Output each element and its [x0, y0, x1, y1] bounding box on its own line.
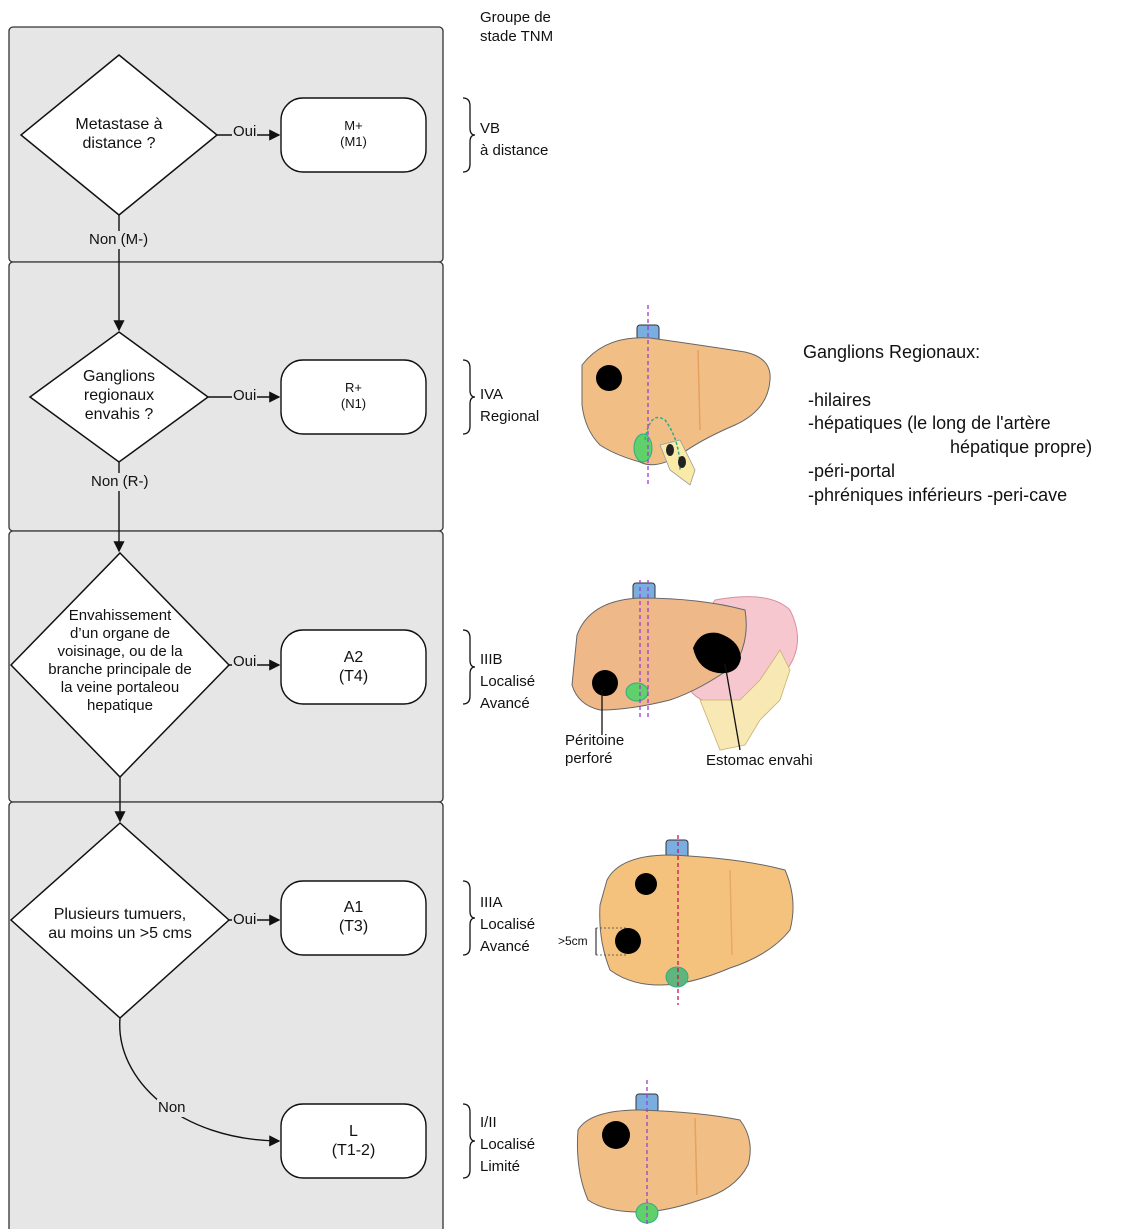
edge-no-1: Non (M-) [88, 231, 150, 249]
result-box-n1 [280, 359, 427, 435]
question-plusieurs: Plusieurs tumuers, au moins un >5 cms [48, 906, 192, 943]
result-n1: R+ (N1) [340, 380, 367, 411]
liver-illustration-multiple [595, 835, 794, 1005]
question-metastase: Metastase à distance ? [75, 116, 163, 153]
stage-i-ii: I/II Localisé Limité [480, 1114, 536, 1175]
brace-5 [462, 1103, 476, 1179]
edge-no-2: Non (R-) [90, 473, 150, 491]
ganglions-item-periportal: -péri-portal [808, 461, 896, 481]
caption-size: >5cm [558, 934, 588, 948]
brace-2 [462, 359, 476, 435]
ganglions-item-hepatique-propre: hépatique propre) [950, 437, 1093, 457]
brace-3 [462, 629, 476, 705]
caption-peritoine: Péritoine perforé [565, 732, 625, 767]
result-t4: A2 (T4) [338, 649, 369, 686]
result-t3: A1 (T3) [338, 899, 369, 936]
caption-estomac: Estomac envahi [706, 752, 813, 769]
ganglions-item-hepatiques: -hépatiques (le long de l'artère [808, 413, 1051, 433]
result-box-m1 [280, 97, 427, 173]
edge-yes-1: Oui [232, 123, 258, 141]
question-ganglions: Ganglions regionaux envahis ? [82, 368, 156, 424]
liver-illustration-advanced [571, 580, 798, 751]
stage-group-header: Groupe de stade TNM [480, 9, 554, 45]
stage-iiia: IIIA Localisé Avancé [480, 894, 536, 955]
brace-4 [462, 880, 476, 956]
result-m1: M+ (M1) [340, 118, 367, 149]
result-box-t3 [280, 880, 427, 956]
edge-yes-3: Oui [232, 653, 258, 671]
liver-illustration-limited [576, 1080, 751, 1225]
result-box-t12 [280, 1103, 427, 1179]
edge-yes-2: Oui [232, 387, 258, 405]
edge-yes-4: Oui [232, 911, 258, 929]
stage-vb: VB à distance [480, 120, 549, 159]
ganglions-item-hilaires: -hilaires [808, 390, 872, 410]
stage-iva: IVA Regional [480, 386, 540, 425]
ganglions-title: Ganglions Regionaux: [803, 342, 981, 362]
stage-iiib: IIIB Localisé Avancé [480, 651, 536, 712]
ganglions-item-phreniques: -phréniques inférieurs -peri-cave [808, 485, 1068, 505]
result-t12: L (T1-2) [331, 1123, 376, 1160]
brace-1 [462, 97, 476, 173]
result-box-t4 [280, 629, 427, 705]
question-envahissement: Envahissement d’un organe de voisinage, … [48, 607, 192, 714]
liver-illustration-regional [581, 305, 771, 486]
edge-no-4: Non [157, 1099, 187, 1117]
